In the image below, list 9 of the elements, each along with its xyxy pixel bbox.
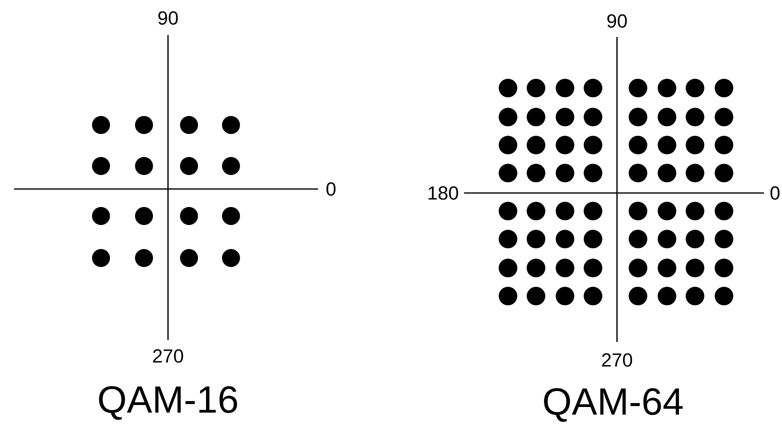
axis-label: 0 xyxy=(770,186,780,200)
diagram-label: QAM-64 xyxy=(544,388,683,422)
axis-label: 270 xyxy=(602,353,632,367)
diagram-label: QAM-16 xyxy=(99,386,238,420)
axis-label: 180 xyxy=(428,186,458,200)
axis-label: 90 xyxy=(158,11,178,25)
axis-label: 270 xyxy=(153,349,184,363)
axis-label: 0 xyxy=(326,182,336,196)
axis-label: 90 xyxy=(607,14,627,28)
